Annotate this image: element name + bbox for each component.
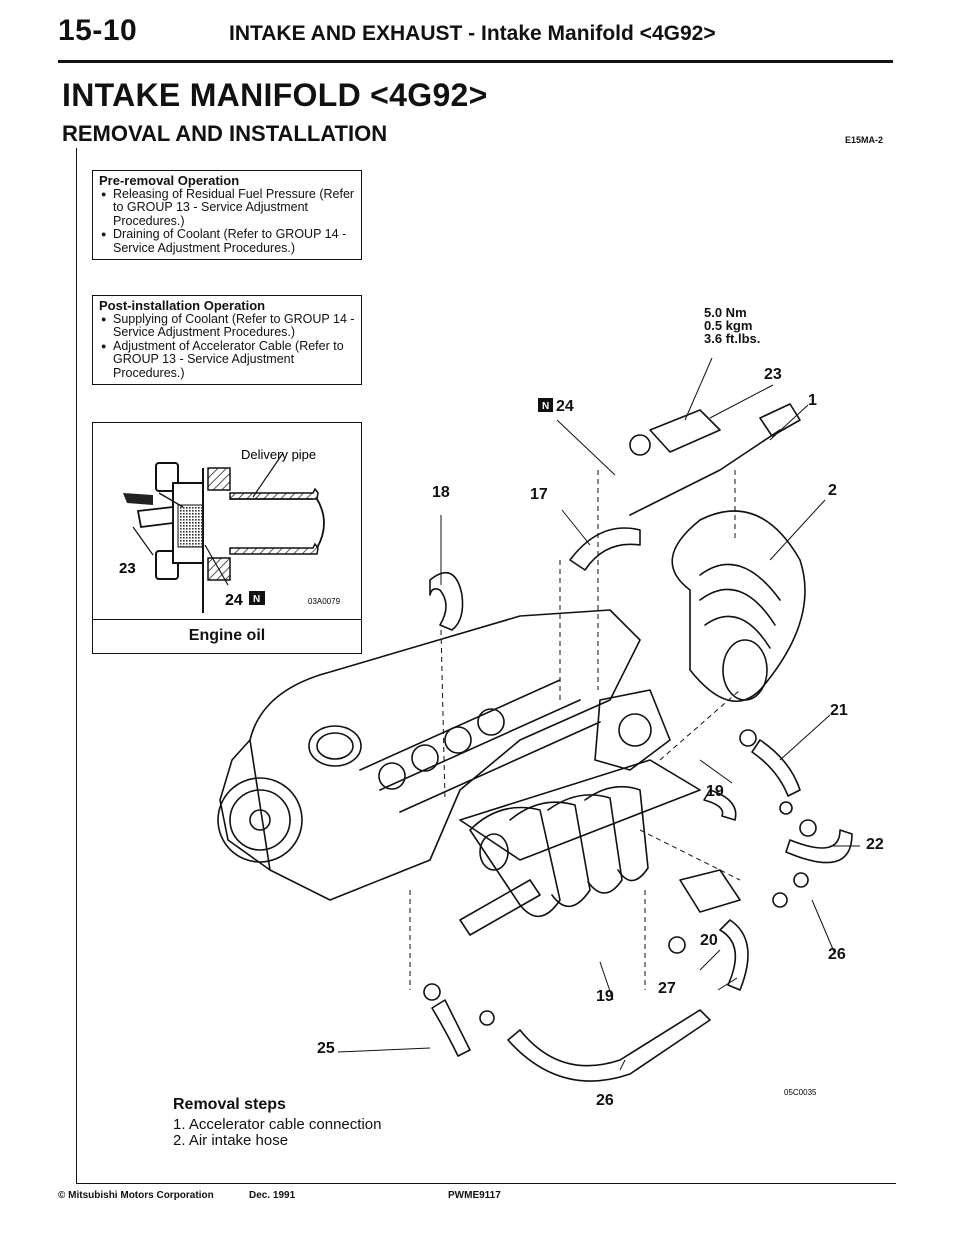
svg-text:N: N [253,594,260,605]
footer-copyright: © Mitsubishi Motors Corporation [58,1190,214,1201]
callout-23: 23 [764,366,782,383]
post-installation-item: Supplying of Coolant (Refer to GROUP 14 … [99,312,355,340]
removal-steps-heading: Removal steps [173,1096,286,1113]
post-installation-box: Post-installation Operation Supplying of… [92,295,362,385]
svg-text:N: N [542,401,549,412]
callout-21: 21 [830,702,848,719]
inset-callout-23: 23 [119,560,136,577]
removal-step: 1. Accelerator cable connection [173,1116,382,1133]
section-number: 15-10 [58,14,138,47]
callout-22: 22 [866,836,884,853]
left-margin-rule [76,148,77,1183]
pre-removal-item: Draining of Coolant (Refer to GROUP 14 -… [99,227,355,255]
torque-ftlbs: 3.6 ft.lbs. [704,331,761,346]
callout-19-upper: 19 [706,783,724,800]
removal-step: 2. Air intake hose [173,1132,289,1149]
callout-2: 2 [828,482,837,499]
post-installation-heading: Post-installation Operation [99,298,266,313]
doc-code: E15MA-2 [845,135,884,145]
new-part-icon [249,591,265,605]
inset-caption: Engine oil [93,619,361,653]
callout-27: 27 [658,980,676,997]
inset-callout-24: 24 [225,592,243,609]
footer-pub-code: PWME9117 [448,1190,501,1201]
callout-26-right: 26 [828,946,846,963]
callout-19-lower: 19 [596,988,614,1005]
callout-20: 20 [700,932,718,949]
torque-kgm: 0.5 kgm [704,318,753,333]
post-installation-item: Adjustment of Accelerator Cable (Refer t… [99,339,355,381]
header-title: INTAKE AND EXHAUST - Intake Manifold <4G… [229,22,716,45]
footer-rule [76,1183,896,1184]
delivery-pipe-label: Delivery pipe [241,447,316,462]
new-part-icon [538,398,553,412]
callout-18: 18 [432,484,450,501]
figure-code: 05C0035 [784,1088,817,1097]
callout-25: 25 [317,1040,335,1057]
callout-17: 17 [530,486,548,503]
page-subtitle: REMOVAL AND INSTALLATION [62,121,388,146]
delivery-pipe-inset: Delivery pipe 23 24 N 03A0079 Engine oil [92,422,362,654]
inset-figure-code: 03A0079 [308,597,341,606]
delivery-pipe-illustration: Delivery pipe 23 24 N 03A0079 [119,447,341,613]
pre-removal-item: Releasing of Residual Fuel Pressure (Ref… [99,187,355,229]
torque-spec: 5.0 Nm 0.5 kgm 3.6 ft.lbs. [704,306,760,345]
header-rule [58,60,893,63]
callout-1: 1 [808,392,817,409]
removal-steps-list: 1. Accelerator cable connection 2. Air i… [173,1117,381,1149]
footer-date: Dec. 1991 [249,1190,296,1201]
pre-removal-heading: Pre-removal Operation [99,173,240,188]
pre-removal-box: Pre-removal Operation Releasing of Resid… [92,170,362,260]
callout-24: 24 [556,398,574,415]
torque-nm: 5.0 Nm [704,305,747,320]
page-title: INTAKE MANIFOLD <4G92> [62,77,488,113]
callout-26-bottom: 26 [596,1092,614,1109]
